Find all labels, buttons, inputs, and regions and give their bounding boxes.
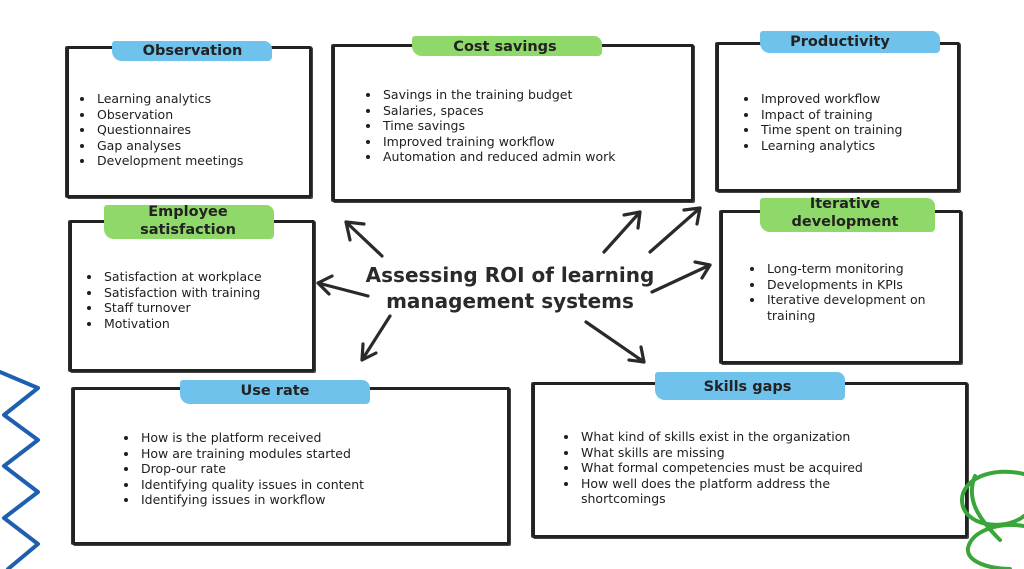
cost-savings-title: Cost savings (412, 36, 602, 56)
list-item: Impact of training (759, 107, 957, 123)
employee-satisfaction-brush (104, 205, 274, 239)
list-item: Satisfaction at workplace (102, 269, 312, 285)
iterative-development-box: Long-term monitoring Developments in KPI… (720, 210, 962, 364)
list-item: Development meetings (95, 153, 309, 169)
skills-gaps-list: What kind of skills exist in the organiz… (535, 429, 869, 507)
list-item: Questionnaires (95, 122, 309, 138)
use-rate-box: How is the platform received How are tra… (72, 387, 510, 545)
list-item: What formal competencies must be acquire… (579, 460, 869, 476)
arrow-to-iterative-development (650, 260, 712, 294)
list-item: Motivation (102, 316, 312, 332)
list-item: Savings in the training budget (381, 87, 691, 103)
productivity-list: Improved workflow Impact of training Tim… (719, 91, 957, 153)
observation-title: Observation (112, 41, 272, 61)
arrow-to-productivity (648, 206, 702, 254)
iterative-development-list: Long-term monitoring Developments in KPI… (723, 261, 959, 323)
list-item: What skills are missing (579, 445, 869, 461)
use-rate-title: Use rate (180, 380, 370, 404)
list-item: How are training modules started (139, 446, 507, 462)
blue-zigzag-decoration (0, 370, 40, 569)
list-item: Time savings (381, 118, 691, 134)
list-item: Long-term monitoring (765, 261, 959, 277)
list-item: Automation and reduced admin work (381, 149, 691, 165)
list-item: How well does the platform address the s… (579, 476, 869, 507)
productivity-box: Improved workflow Impact of training Tim… (716, 42, 960, 192)
employee-satisfaction-list: Satisfaction at workplace Satisfaction w… (72, 269, 312, 331)
cost-savings-list: Savings in the training budget Salaries,… (335, 87, 691, 165)
cost-savings-box: Savings in the training budget Salaries,… (332, 44, 694, 202)
list-item: Developments in KPIs (765, 277, 959, 293)
arrow-to-cost-savings (602, 210, 642, 254)
skills-gaps-title: Skills gaps (655, 372, 845, 400)
list-item: Learning analytics (95, 91, 309, 107)
list-item: Observation (95, 107, 309, 123)
list-item: Satisfaction with training (102, 285, 312, 301)
list-item: How is the platform received (139, 430, 507, 446)
arrow-to-use-rate (360, 314, 392, 362)
list-item: Identifying issues in workflow (139, 492, 507, 508)
iterative-development-title: Iterative development (760, 195, 935, 232)
list-item: Salaries, spaces (381, 103, 691, 119)
employee-satisfaction-box: Satisfaction at workplace Satisfaction w… (69, 220, 315, 372)
diagram-title: Assessing ROI of learning management sys… (365, 263, 655, 313)
arrow-to-observation (344, 220, 384, 258)
iterative-development-brush (760, 198, 935, 232)
list-item: What kind of skills exist in the organiz… (579, 429, 869, 445)
list-item: Gap analyses (95, 138, 309, 154)
observation-box: Learning analytics Observation Questionn… (66, 46, 312, 198)
list-item: Staff turnover (102, 300, 312, 316)
use-rate-list: How is the platform received How are tra… (75, 430, 507, 508)
productivity-title: Productivity (760, 31, 940, 53)
green-scribble-decoration (959, 469, 1024, 569)
list-item: Identifying quality issues in content (139, 477, 507, 493)
employee-satisfaction-title: Employee satisfaction (104, 203, 274, 239)
list-item: Iterative development on training (765, 292, 959, 323)
skills-gaps-box: What kind of skills exist in the organiz… (532, 382, 968, 538)
arrow-to-skills-gaps (584, 320, 646, 364)
observation-list: Learning analytics Observation Questionn… (69, 91, 309, 169)
list-item: Learning analytics (759, 138, 957, 154)
list-item: Improved workflow (759, 91, 957, 107)
list-item: Time spent on training (759, 122, 957, 138)
list-item: Drop-our rate (139, 461, 507, 477)
list-item: Improved training workflow (381, 134, 691, 150)
